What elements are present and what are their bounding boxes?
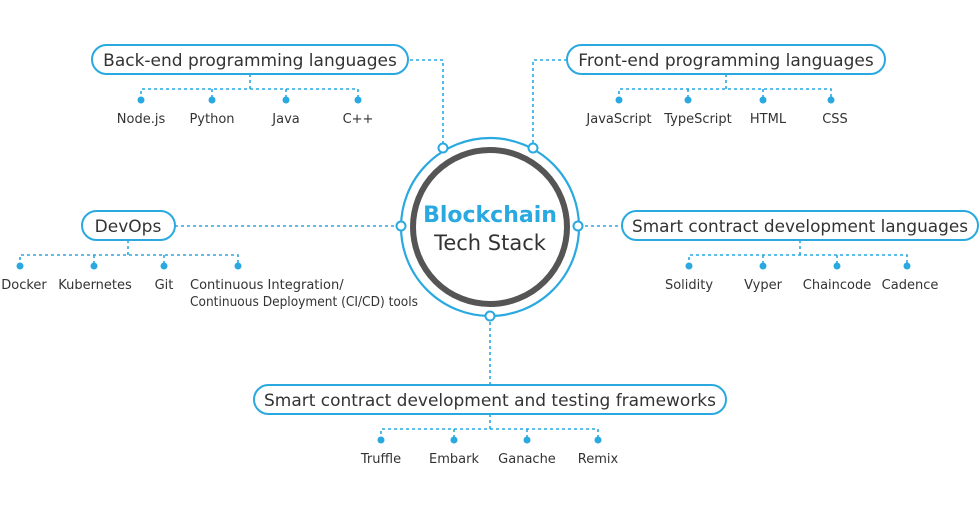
frameworks-items: Truffle Embark Ganache Remix — [360, 452, 619, 467]
center-title: Blockchain — [423, 203, 557, 228]
leaf-cpp: C++ — [343, 112, 374, 127]
connector-smart-lang-items — [688, 254, 908, 266]
pill-devops: DevOps — [81, 210, 176, 241]
leaf-embark: Embark — [429, 452, 479, 467]
pill-frameworks: Smart contract development and testing f… — [253, 384, 727, 415]
backend-items: Node.js Python Java C++ — [117, 112, 374, 127]
connector-devops-items — [19, 254, 239, 266]
connector-frameworks-items — [380, 428, 599, 440]
center-node: Blockchain Tech Stack — [399, 136, 581, 318]
leaf-javascript: JavaScript — [585, 112, 651, 127]
pill-smart-lang-label: Smart contract development languages — [632, 217, 968, 237]
leaf-git: Git — [155, 278, 174, 293]
connector-frontend — [532, 59, 567, 148]
pill-backend: Back-end programming languages — [91, 44, 409, 75]
pill-smart-lang: Smart contract development languages — [621, 210, 979, 241]
leaf-typescript: TypeScript — [663, 112, 732, 127]
leaf-truffle: Truffle — [360, 452, 401, 467]
leaf-cicd-line1: Continuous Integration/ — [190, 278, 344, 293]
leaf-java: Java — [271, 112, 299, 127]
center-subtitle: Tech Stack — [433, 231, 547, 255]
anchor-dots — [395, 142, 584, 322]
connectors — [19, 59, 908, 440]
leaf-vyper: Vyper — [744, 278, 782, 293]
devops-items: Docker Kubernetes Git Continuous Integra… — [1, 278, 418, 310]
leaf-docker: Docker — [1, 278, 47, 293]
pill-backend-label: Back-end programming languages — [103, 51, 397, 71]
leaf-solidity: Solidity — [665, 278, 713, 293]
leaf-cadence: Cadence — [882, 278, 939, 293]
leaf-python: Python — [189, 112, 234, 127]
pill-frontend-label: Front-end programming languages — [578, 51, 874, 71]
pill-devops-label: DevOps — [95, 217, 162, 237]
smart-lang-items: Solidity Vyper Chaincode Cadence — [665, 278, 938, 293]
pill-frameworks-label: Smart contract development and testing f… — [264, 391, 716, 411]
leaf-remix: Remix — [578, 452, 619, 467]
connector-backend-items — [140, 88, 359, 100]
leaf-chaincode: Chaincode — [803, 278, 872, 293]
leaf-nodejs: Node.js — [117, 112, 166, 127]
leaf-ganache: Ganache — [498, 452, 556, 467]
leaf-kubernetes: Kubernetes — [58, 278, 132, 293]
frontend-items: JavaScript TypeScript HTML CSS — [585, 112, 847, 127]
leaf-html: HTML — [750, 112, 787, 127]
connector-backend — [410, 59, 444, 148]
leaf-cicd-line2: Continuous Deployment (CI/CD) tools — [190, 295, 418, 310]
leaf-css: CSS — [822, 112, 848, 127]
leaf-dots — [16, 96, 911, 444]
pill-frontend: Front-end programming languages — [566, 44, 886, 75]
connector-frontend-items — [618, 88, 832, 100]
